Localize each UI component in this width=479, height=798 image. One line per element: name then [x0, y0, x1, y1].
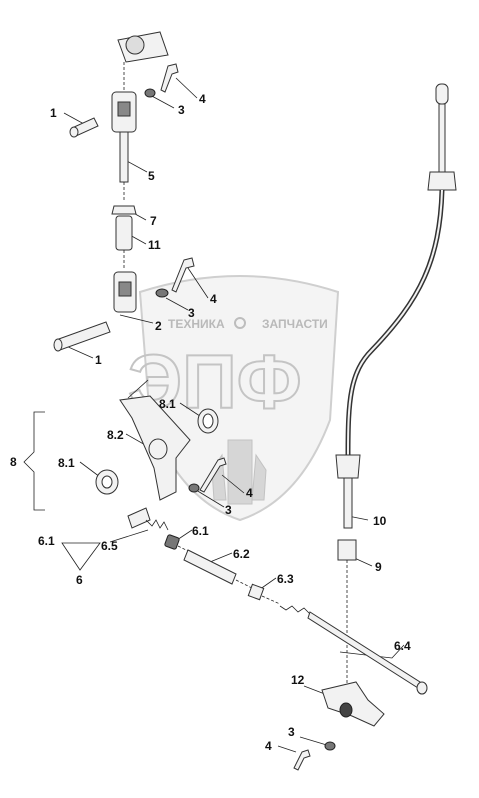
nut-6-1: [164, 534, 180, 550]
wheat-emblem-icon: [211, 439, 267, 505]
bolt-4-low: [199, 457, 227, 493]
linkage-rod-6: [127, 507, 428, 695]
callout-2: 2: [155, 319, 162, 333]
callout-5: 5: [148, 169, 155, 183]
callout-8-1-upper: 8.1: [159, 397, 176, 411]
bolt-4-mid: [171, 257, 195, 293]
lever-12: [321, 681, 385, 727]
cable-assembly: [335, 83, 457, 690]
nut-7: [111, 205, 137, 215]
callout-4-bot: 4: [265, 739, 272, 753]
fork-clevis-slot: [117, 101, 131, 117]
callouts: 1 3 4 5 7 11 4 3 2 1 8 8.1 8.2 8.1 4 3 1…: [10, 92, 411, 753]
pin-1-mid: [55, 321, 111, 351]
nut-6-3: [247, 583, 265, 601]
bolt-4-top: [160, 63, 179, 93]
washer-3-low: [188, 483, 200, 493]
clamp-9: [337, 539, 357, 561]
callout-12: 12: [291, 673, 305, 687]
callout-9: 9: [375, 560, 382, 574]
callout-7: 7: [150, 214, 157, 228]
callout-6-4: 6.4: [394, 639, 411, 653]
rod-5: [119, 131, 129, 183]
bolt-4-bot: [293, 749, 311, 771]
cable-top-rod: [438, 103, 446, 173]
callout-4-mid: 4: [210, 292, 217, 306]
washer-3-bot: [324, 741, 336, 751]
cable-lower-fitting: [335, 454, 361, 479]
upper-bracket-bore: [125, 35, 145, 55]
cable-top-eye: [435, 83, 449, 105]
callout-3-bot: 3: [288, 725, 295, 739]
watermark-shield: [138, 275, 340, 522]
callout-8-2: 8.2: [107, 428, 124, 442]
callout-6-3: 6.3: [277, 572, 294, 586]
callout-6-2: 6.2: [233, 547, 250, 561]
lower-lever-12: [293, 681, 385, 771]
lever-assembly-8: [95, 395, 227, 501]
cable-top-fitting: [427, 171, 457, 191]
upper-linkage: [53, 31, 195, 352]
callout-8: 8: [10, 455, 17, 469]
tube-6-2: [183, 549, 237, 585]
callout-4-low: 4: [246, 486, 253, 500]
gear-icon: [234, 317, 246, 329]
threaded-rod-6-4: [279, 605, 311, 615]
callout-6: 6: [76, 573, 83, 587]
callout-8-1-lower: 8.1: [58, 456, 75, 470]
callout-3-mid: 3: [188, 306, 195, 320]
callout-3-low: 3: [225, 503, 232, 517]
callout-6-1: 6.1: [192, 524, 209, 538]
watermark: ТЕХНИКА ЗАПЧАСТИ ЭПФ: [127, 275, 340, 522]
callout-3-top: 3: [178, 103, 185, 117]
watermark-brand-right: ЗАПЧАСТИ: [262, 317, 328, 331]
callout-4-top: 4: [199, 92, 206, 106]
end-fitting-6-5: [127, 507, 151, 529]
callout-6-1-triangle: 6.1: [38, 534, 55, 548]
callout-1-top: 1: [50, 106, 57, 120]
watermark-brand-left: ТЕХНИКА: [168, 317, 225, 331]
cable-rod-10: [343, 477, 353, 529]
callout-1-mid: 1: [95, 353, 102, 367]
spring-6-5: [145, 519, 169, 531]
callout-10: 10: [373, 514, 387, 528]
washer-3-mid: [155, 288, 169, 298]
callout-11: 11: [148, 238, 161, 252]
coupling-11: [115, 215, 133, 251]
bushing-8-2: [148, 438, 168, 460]
callout-6-5: 6.5: [101, 539, 118, 553]
washer-3-top: [144, 88, 156, 98]
